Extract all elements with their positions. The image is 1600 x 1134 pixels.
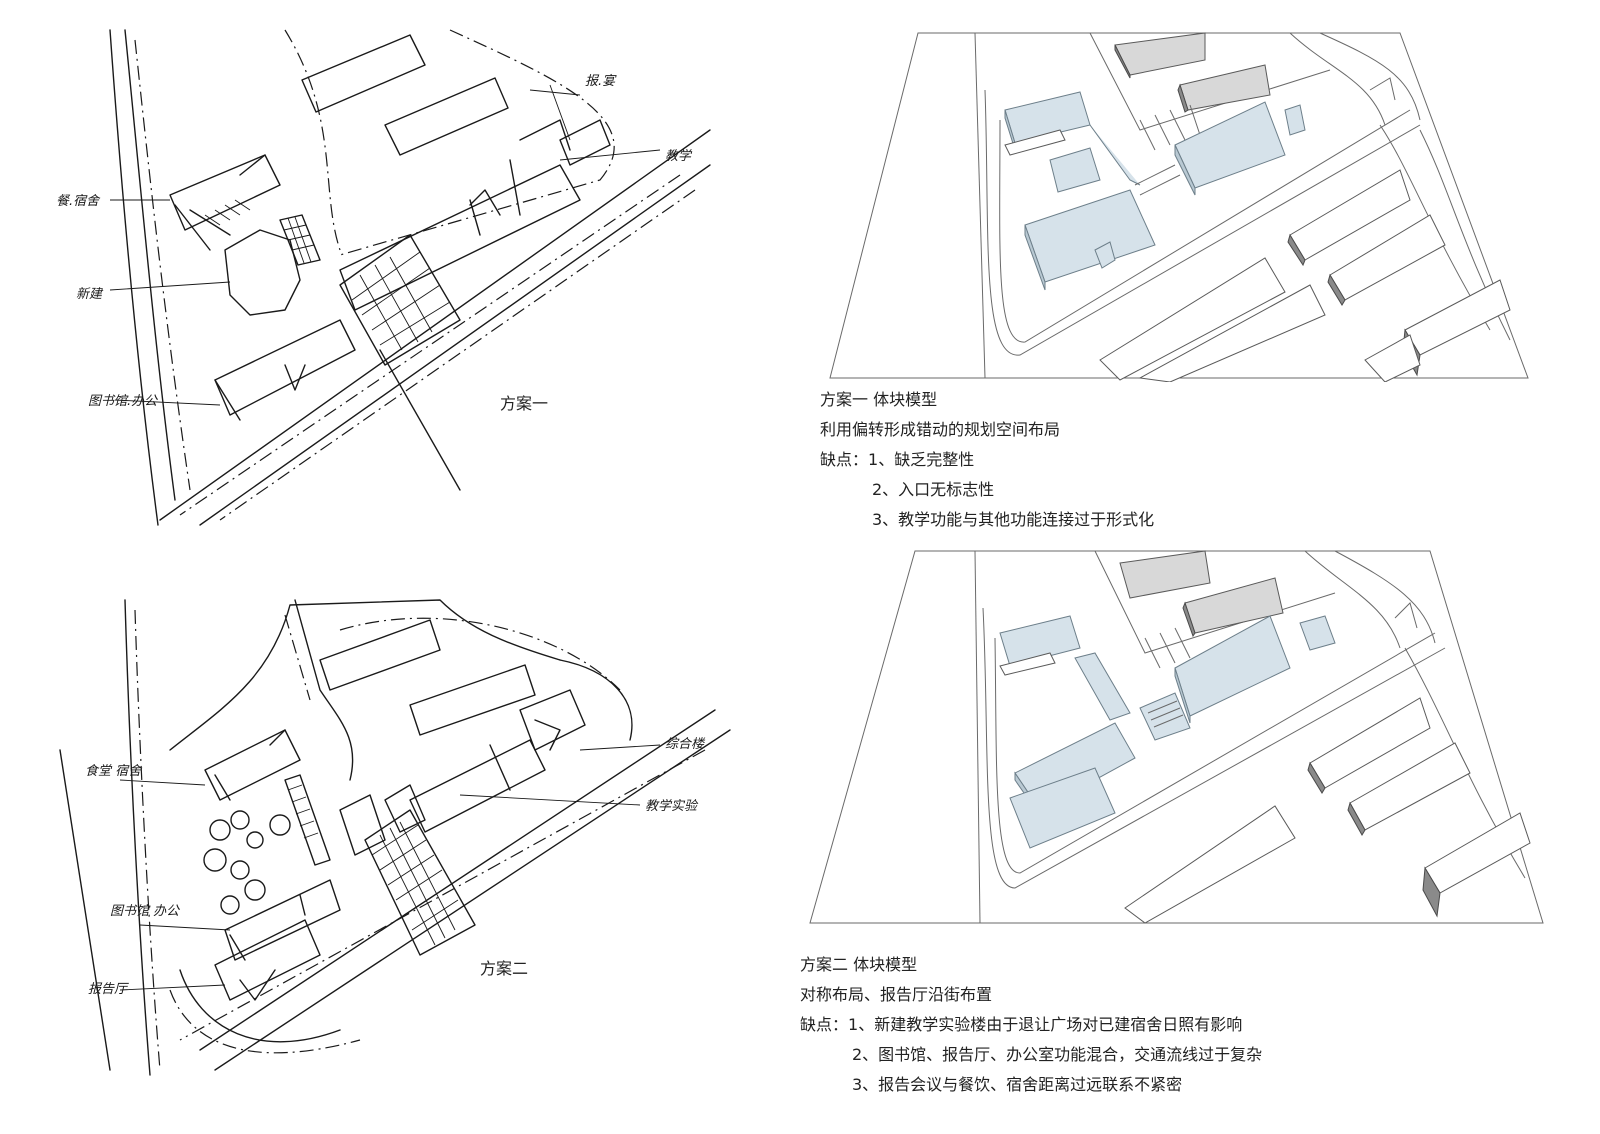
scheme-1-drawback-1: 1、缺乏完整性 <box>868 450 975 469</box>
label-canteen-dorm-2: 食堂 宿舍 <box>85 763 143 779</box>
sketch-scheme-2: 食堂 宿舍 图书馆 办公 报告厅 综合楼 教学实验 <box>40 570 760 1090</box>
scheme-2-model-title: 方案二 体块模型 <box>800 955 918 974</box>
model-scheme-1 <box>810 30 1540 382</box>
label-library-office: 图书馆.办公 <box>88 394 158 409</box>
label-lecture: 报.宴 <box>585 73 617 89</box>
scheme-1-description: 利用偏转形成错动的规划空间布局 <box>820 420 1061 439</box>
model-scheme-2 <box>805 548 1545 926</box>
scheme-1-drawback-2: 2、入口无标志性 <box>872 480 995 499</box>
sketch-2-caption: 方案二 <box>480 959 529 978</box>
sketch-scheme-1: 餐.宿舍 新建 图书馆.办公 报.宴 教学 <box>40 20 760 530</box>
label-comprehensive: 综合楼 <box>665 737 706 752</box>
label-canteen-dorm: 餐.宿舍 <box>56 193 101 209</box>
scheme-1-drawbacks-label: 缺点： <box>820 450 869 469</box>
scheme-2-drawback-3: 3、报告会议与餐饮、宿舍距离过远联系不紧密 <box>852 1075 1183 1094</box>
label-teaching-2: 教学实验 <box>645 798 699 814</box>
scheme-2-drawback-2: 2、图书馆、报告厅、办公室功能混合，交通流线过于复杂 <box>852 1045 1263 1064</box>
scheme-2-drawback-row-1: 缺点：1、新建教学实验楼由于退让广场对已建宿舍日照有影响 <box>800 1010 1262 1040</box>
sketch-1-caption: 方案一 <box>500 394 549 413</box>
scheme-1-text: 方案一 体块模型 利用偏转形成错动的规划空间布局 缺点：1、缺乏完整性 2、入口… <box>820 385 1154 535</box>
label-library-office-2: 图书馆 办公 <box>110 904 180 919</box>
scheme-2-drawback-1: 1、新建教学实验楼由于退让广场对已建宿舍日照有影响 <box>848 1015 1243 1034</box>
label-new: 新建 <box>76 287 104 302</box>
scheme-1-model-title: 方案一 体块模型 <box>820 390 938 409</box>
label-report-hall: 报告厅 <box>88 982 129 997</box>
scheme-2-text: 方案二 体块模型 对称布局、报告厅沿街布置 缺点：1、新建教学实验楼由于退让广场… <box>800 950 1262 1100</box>
scheme-2-drawbacks-label: 缺点： <box>800 1015 849 1034</box>
label-teaching: 教学 <box>665 148 693 164</box>
scheme-1-drawback-3: 3、教学功能与其他功能连接过于形式化 <box>872 510 1155 529</box>
scheme-1-drawback-row-1: 缺点：1、缺乏完整性 <box>820 445 1154 475</box>
scheme-2-description: 对称布局、报告厅沿街布置 <box>800 985 993 1004</box>
